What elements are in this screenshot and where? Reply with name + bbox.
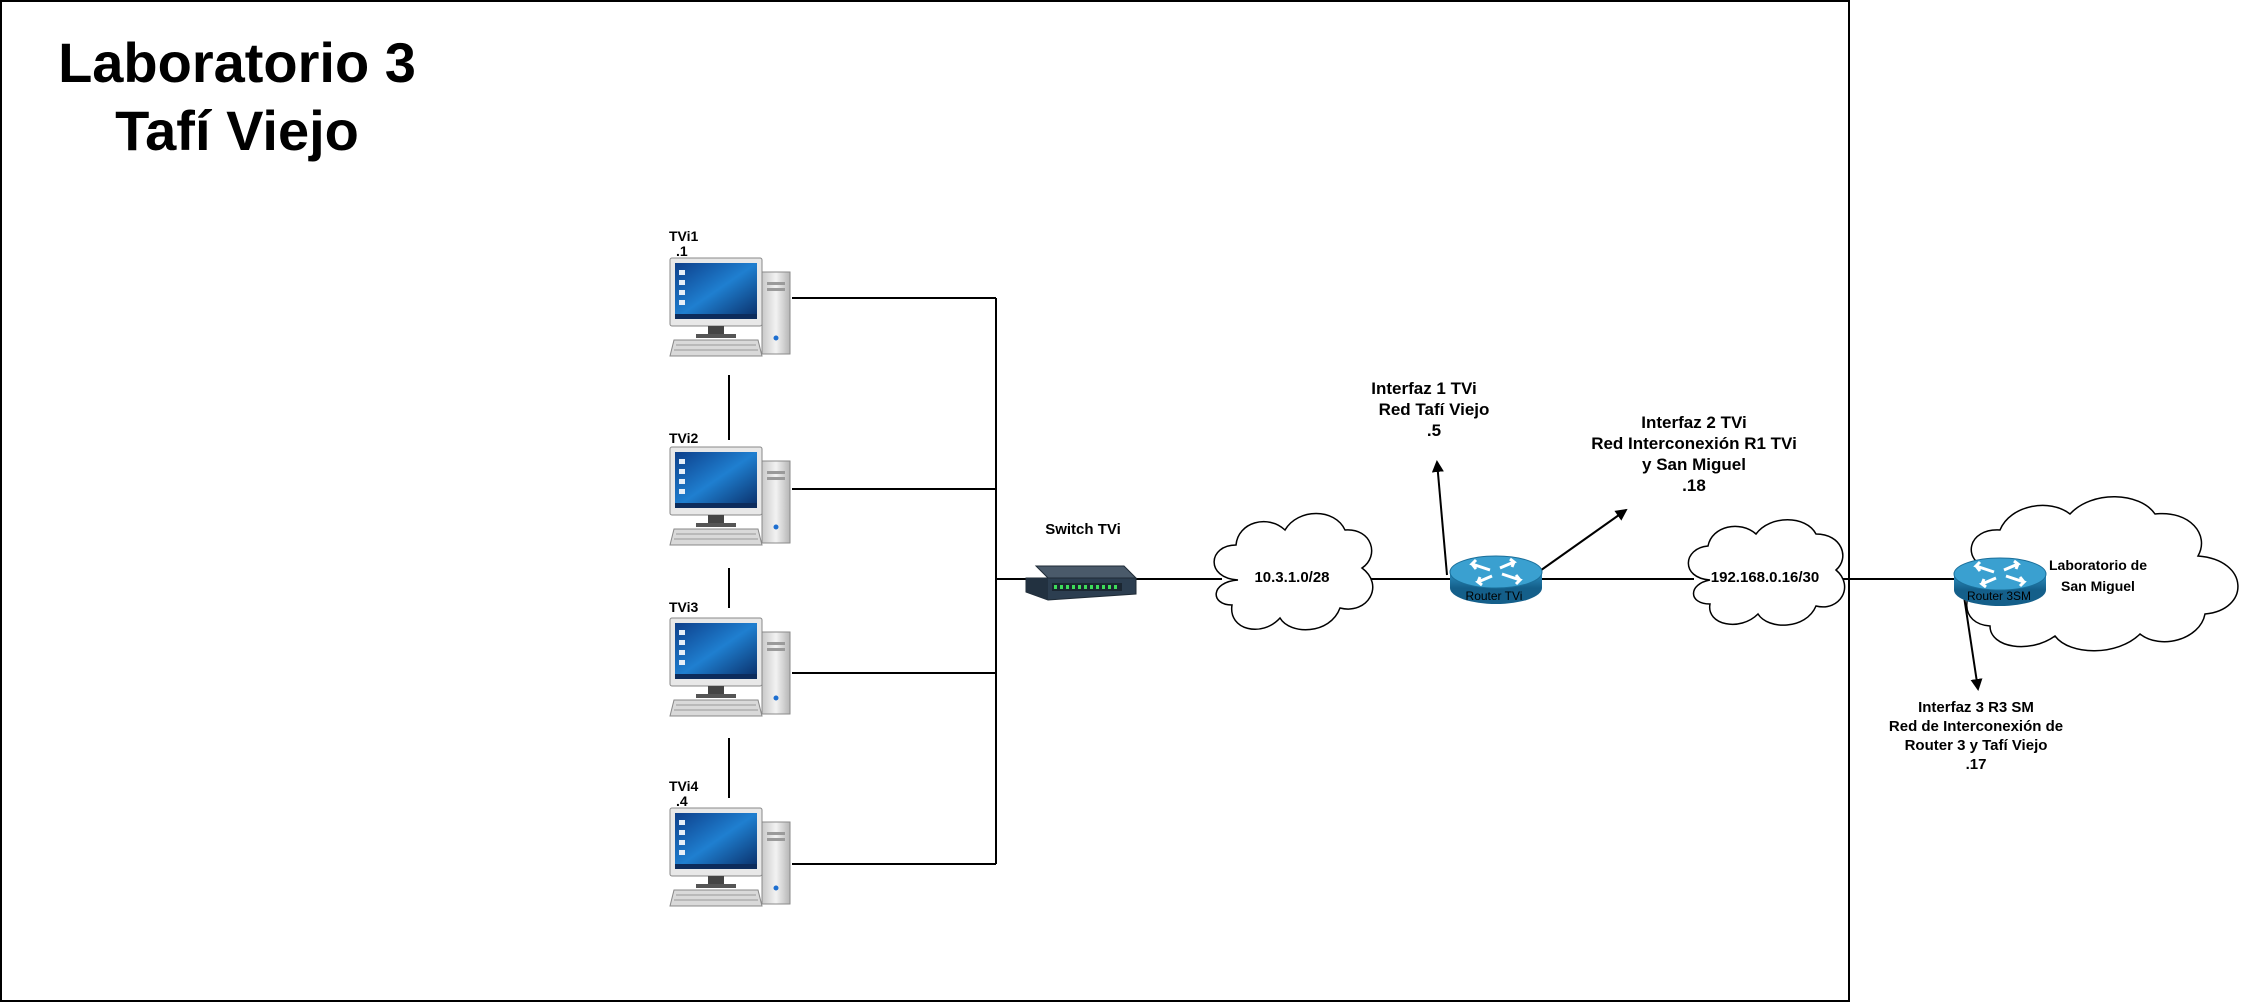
lab-frame xyxy=(0,0,1850,1002)
cloud-lan-label: 10.3.1.0/28 xyxy=(1254,569,1329,586)
san-miguel-line1: Laboratorio de xyxy=(2049,557,2147,573)
pc-tvi4[interactable]: TVi4 .4 xyxy=(669,778,791,907)
router-3sm[interactable]: Router 3SM xyxy=(1952,556,2048,608)
cloud-shape xyxy=(1687,519,1846,626)
router-tvi-label: Router TVi xyxy=(1466,589,1523,603)
title-line-2: Tafí Viejo xyxy=(115,99,359,162)
switch-tvi[interactable]: Switch TVi xyxy=(1025,521,1138,601)
router-tvi[interactable]: Router TVi xyxy=(1448,554,1544,606)
computer-icon xyxy=(669,446,791,546)
links xyxy=(728,297,1964,865)
title-line-1: Laboratorio 3 xyxy=(58,31,416,94)
cloud-lan[interactable]: 10.3.1.0/28 xyxy=(1213,512,1374,631)
switch-label: Switch TVi xyxy=(1045,521,1121,538)
switch-icon xyxy=(1025,565,1138,601)
interface1-line2: Red Tafí Viejo xyxy=(1379,400,1490,419)
arrow-interface1 xyxy=(1431,460,1448,576)
pc-tvi2[interactable]: TVi2 xyxy=(669,430,791,546)
pc-tvi1[interactable]: TVi1 .1 xyxy=(669,228,791,357)
pc-tvi3-name: TVi3 xyxy=(669,599,699,615)
interface3-line3: Router 3 y Tafí Viejo xyxy=(1905,737,2048,754)
interface2-line4: .18 xyxy=(1682,476,1706,495)
pc-tvi1-name: TVi1 xyxy=(669,228,699,244)
interface2-line1: Interfaz 2 TVi xyxy=(1641,413,1747,432)
interface3-label: Interfaz 3 R3 SM Red de Interconexión de… xyxy=(1889,699,2063,773)
pc-tvi2-name: TVi2 xyxy=(669,430,699,446)
interface3-line1: Interfaz 3 R3 SM xyxy=(1918,699,2034,716)
pc-tvi4-name: TVi4 xyxy=(669,778,699,794)
cloud-san-miguel[interactable]: Laboratorio de San Miguel xyxy=(1966,496,2239,652)
computer-icon xyxy=(669,617,791,717)
pc-tvi3[interactable]: TVi3 xyxy=(669,599,791,717)
computer-icon xyxy=(669,257,791,357)
pc-tvi4-ip: .4 xyxy=(676,793,688,809)
computer-icon xyxy=(669,807,791,907)
interface3-line4: .17 xyxy=(1966,756,1987,773)
interface1-label: Interfaz 1 TVi Red Tafí Viejo .5 xyxy=(1371,379,1489,440)
interface1-line1: Interfaz 1 TVi xyxy=(1371,379,1477,398)
interface2-line2: Red Interconexión R1 TVi xyxy=(1591,434,1797,453)
pc-tvi1-ip: .1 xyxy=(676,243,688,259)
router-3sm-label: Router 3SM xyxy=(1967,589,2031,603)
interface3-line2: Red de Interconexión de xyxy=(1889,718,2063,735)
san-miguel-line2: San Miguel xyxy=(2061,578,2135,594)
cloud-wan-label: 192.168.0.16/30 xyxy=(1711,569,1819,586)
arrow-interface2 xyxy=(1536,508,1628,574)
cloud-shape xyxy=(1966,496,2239,652)
interface2-label: Interfaz 2 TVi Red Interconexión R1 TVi … xyxy=(1591,413,1797,495)
interface2-line3: y San Miguel xyxy=(1642,455,1746,474)
cloud-wan[interactable]: 192.168.0.16/30 xyxy=(1687,519,1846,626)
cloud-shape xyxy=(1213,512,1374,631)
interface1-line3: .5 xyxy=(1427,421,1441,440)
arrow-interface3 xyxy=(1961,582,1983,691)
